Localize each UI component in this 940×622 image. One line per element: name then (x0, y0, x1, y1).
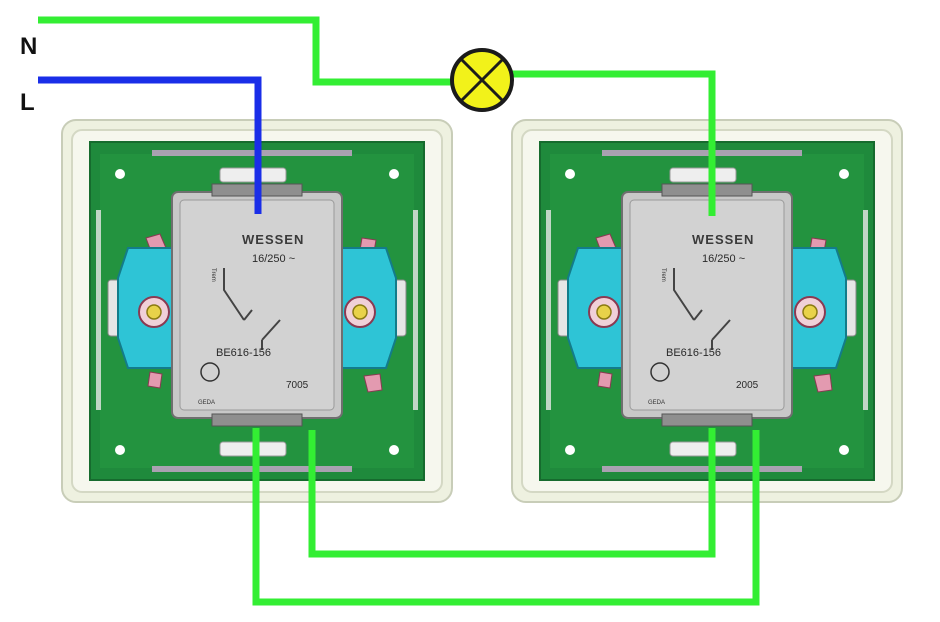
neutral-label: N (20, 33, 37, 60)
switch-small-mark: GEDA (198, 400, 215, 406)
switch-rating: 16/250 ~ (702, 253, 745, 265)
switch-brand: WESSEN (242, 232, 304, 247)
switch-brand: WESSEN (692, 232, 754, 247)
traveller-wire-1 (308, 428, 716, 558)
lamp-symbol-icon (450, 48, 514, 112)
lamp-to-switch-wire (512, 70, 716, 216)
switch-right: WESSEN 16/250 ~ BE616-156 2005 Trem GEDA (511, 119, 903, 503)
live-label: L (20, 89, 35, 116)
switch-side-mark: Trem (660, 268, 666, 282)
switch-code: 7005 (286, 380, 309, 391)
live-wire (38, 76, 262, 214)
switch-code: 2005 (736, 380, 759, 391)
switch-model: BE616-156 (666, 347, 721, 359)
switch-small-mark: GEDA (648, 400, 665, 406)
switch-rating: 16/250 ~ (252, 253, 295, 265)
switch-model: BE616-156 (216, 347, 271, 359)
switch-left: WESSEN 16/250 ~ BE616-156 7005 Trem GEDA (61, 119, 453, 503)
traveller-wire-2 (252, 428, 760, 606)
switch-side-mark: Trem (210, 268, 216, 282)
neutral-wire (38, 16, 452, 86)
